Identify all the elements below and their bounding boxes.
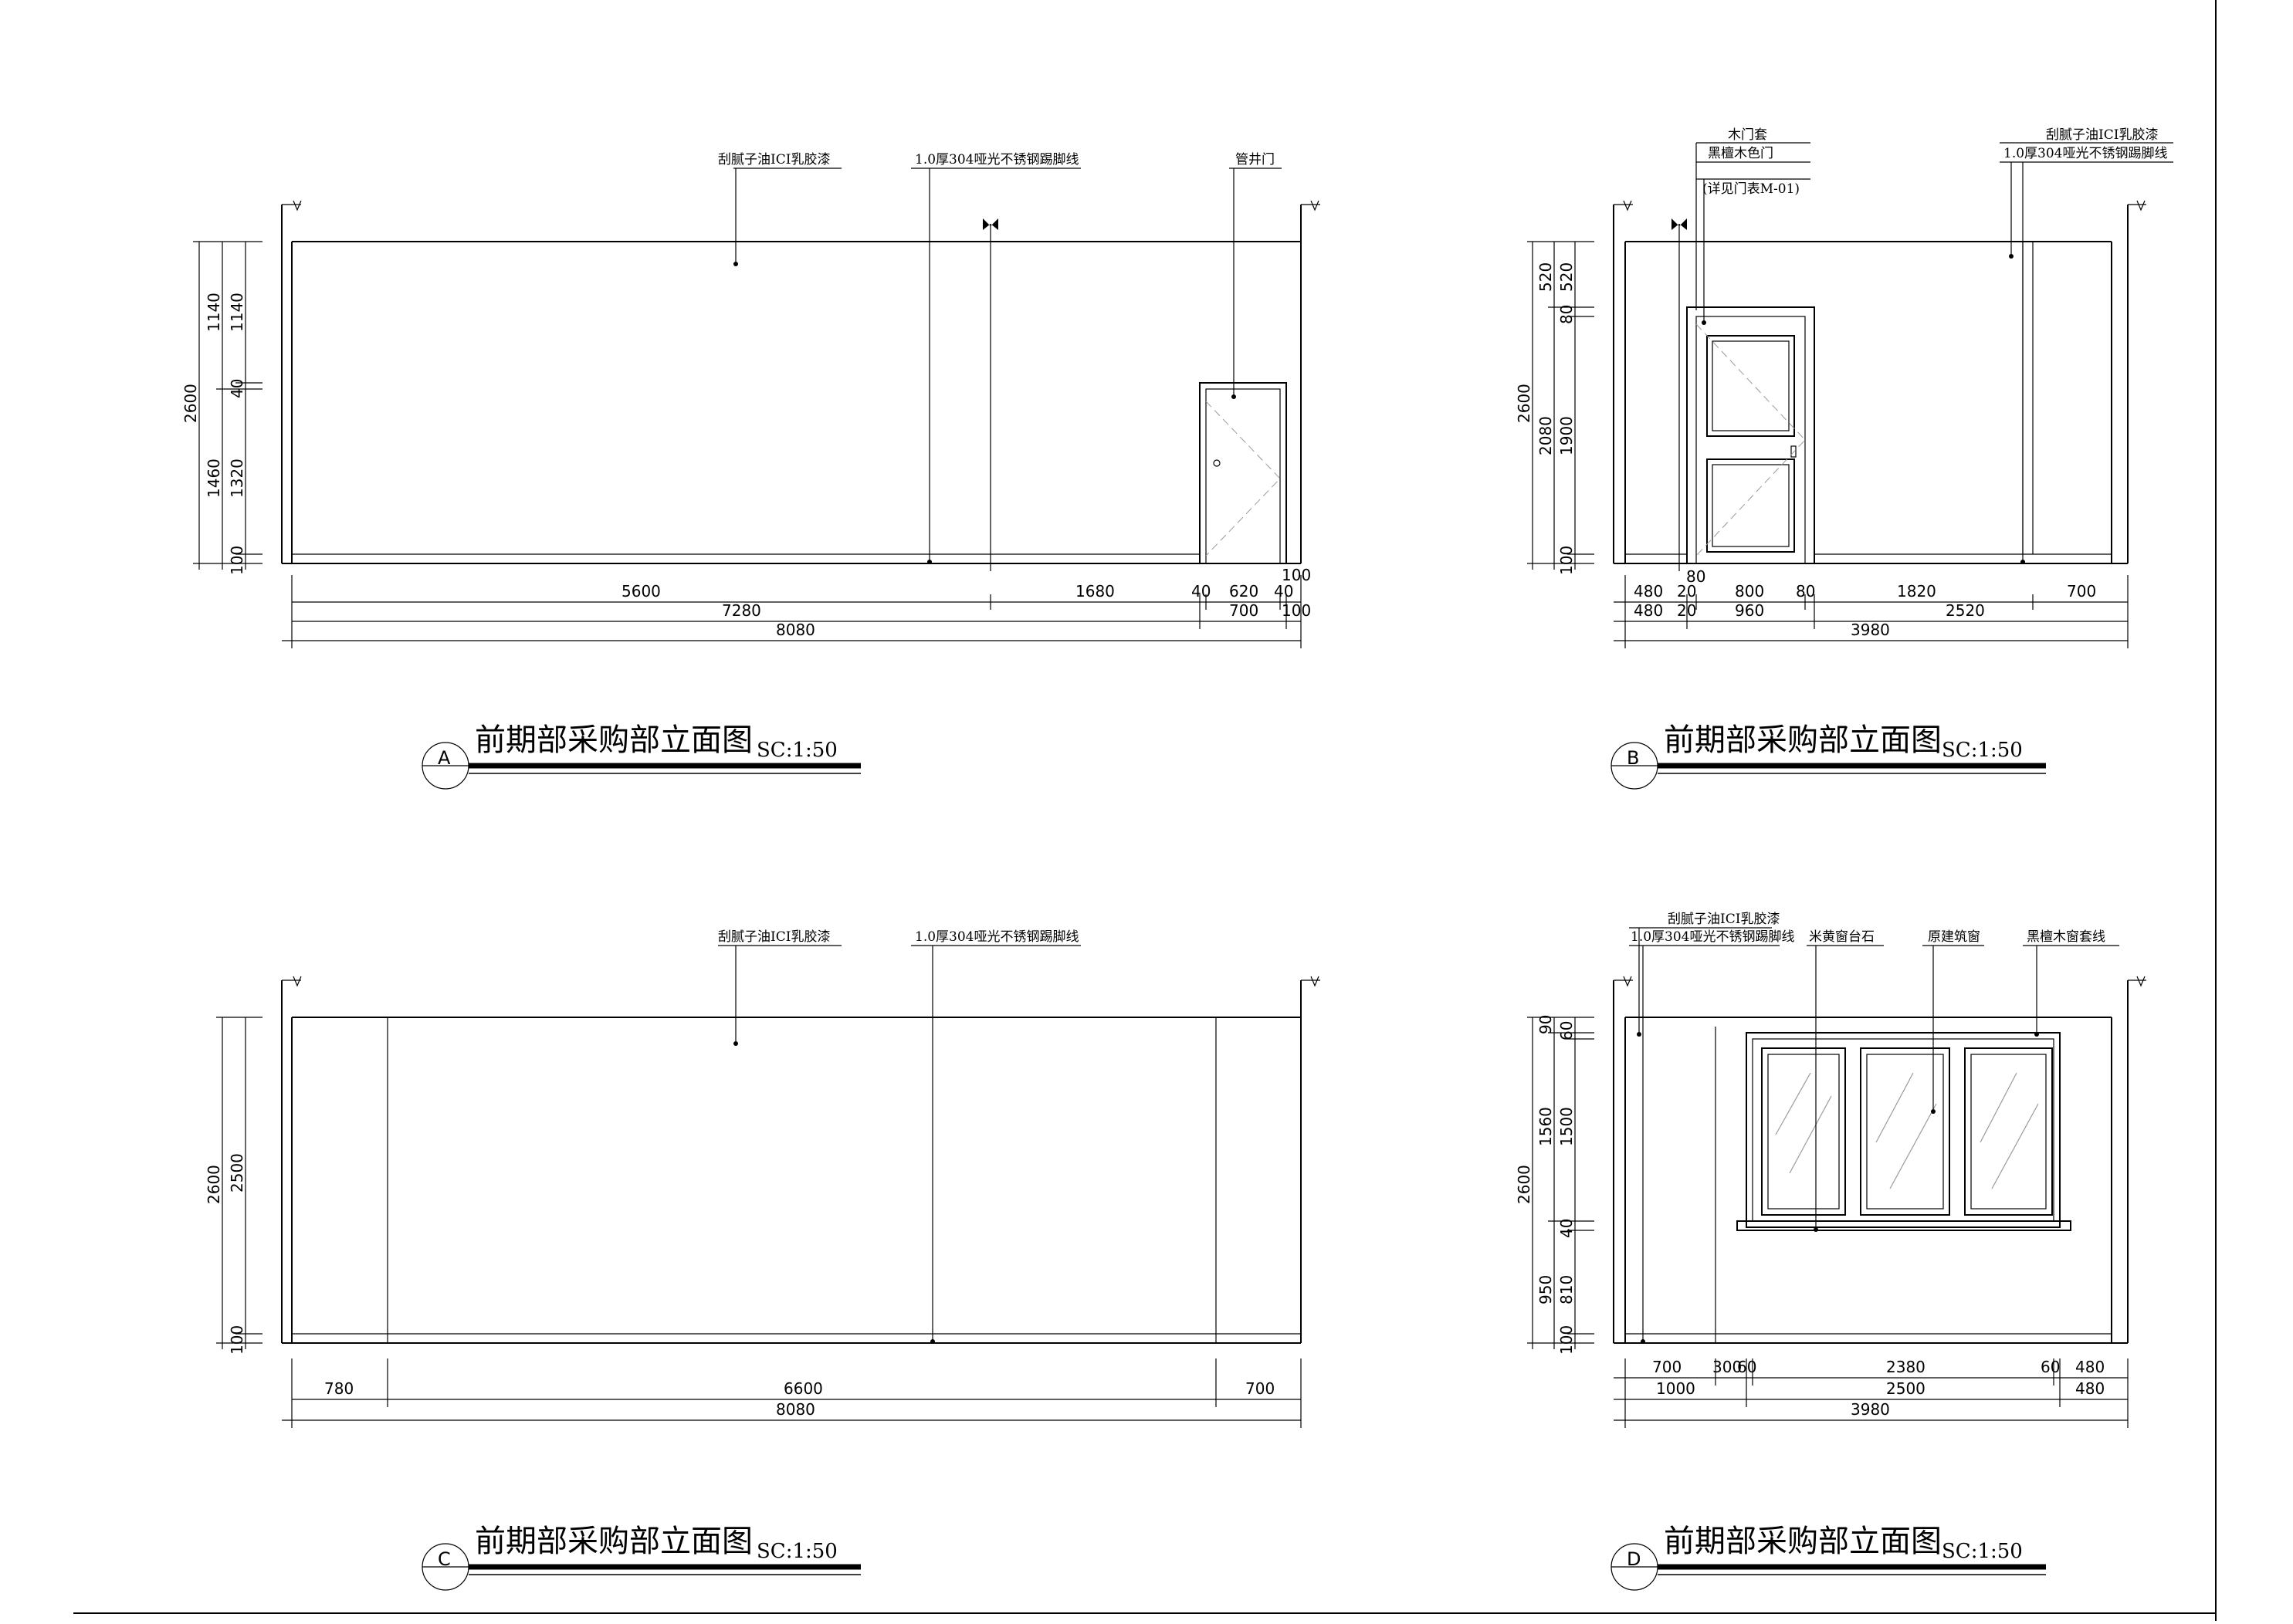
dimension-label: 480 bbox=[2075, 1358, 2105, 1376]
dimension-label: 1500 bbox=[1557, 1107, 1576, 1146]
dimension-label: 20 bbox=[1677, 582, 1696, 601]
dimension-label: 1140 bbox=[228, 293, 246, 332]
dimension-label: 780 bbox=[324, 1379, 354, 1398]
dimension-label: 2380 bbox=[1886, 1358, 1926, 1376]
dimension-label: 100 bbox=[228, 546, 246, 575]
dimension-label: 100 bbox=[228, 1325, 246, 1355]
view-tag-a: A bbox=[438, 747, 451, 769]
dimension-label: 40 bbox=[228, 379, 246, 398]
dimension-label: 480 bbox=[1634, 601, 1663, 620]
dimension-label: 40 bbox=[1557, 1219, 1576, 1238]
note-original-window: 原建筑窗 bbox=[1928, 929, 1980, 945]
dimension-label: 1560 bbox=[1536, 1107, 1555, 1146]
dimension-label: 950 bbox=[1536, 1275, 1555, 1304]
dimension-label: 800 bbox=[1735, 582, 1764, 601]
note-window-casing: 黑檀木窗套线 bbox=[2027, 929, 2105, 945]
dimension-label: 7280 bbox=[722, 601, 761, 620]
note-door-color: 黑檀木色门 bbox=[1708, 146, 1773, 161]
note-latex-paint: 刮腻子油ICI乳胶漆 bbox=[1668, 912, 1780, 927]
view-tag-d: D bbox=[1627, 1548, 1641, 1570]
dimension-label: 700 bbox=[1652, 1358, 1682, 1376]
dimension-label: 2500 bbox=[1886, 1379, 1926, 1398]
dimension-label: 2080 bbox=[1536, 416, 1555, 455]
view-scale-c: SC:1:50 bbox=[757, 1540, 838, 1563]
dimension-label: 700 bbox=[2067, 582, 2096, 601]
dimension-label: 480 bbox=[1634, 582, 1663, 601]
dimension-label: 810 bbox=[1557, 1275, 1576, 1304]
elevation-b: 木门套 黑檀木色门 (详见门表M-01) 刮腻子油ICI乳胶漆 1.0厚304哑… bbox=[1515, 127, 2173, 790]
note-skirting: 1.0厚304哑光不锈钢踢脚线 bbox=[915, 152, 1079, 167]
note-latex-paint: 刮腻子油ICI乳胶漆 bbox=[718, 929, 830, 945]
dimension-label: 100 bbox=[1557, 546, 1576, 575]
view-tag-b: B bbox=[1627, 747, 1639, 769]
dimension-label: 700 bbox=[1245, 1379, 1275, 1398]
dimension-label: 620 bbox=[1229, 582, 1258, 601]
dimension-label: 8080 bbox=[776, 621, 815, 639]
elevation-c: 刮腻子油ICI乳胶漆 1.0厚304哑光不锈钢踢脚线 2600 2500 100… bbox=[205, 929, 1320, 1591]
dimension-label: 300 bbox=[1712, 1358, 1742, 1376]
dimension-label: 960 bbox=[1735, 601, 1764, 620]
view-scale-d: SC:1:50 bbox=[1942, 1540, 2023, 1563]
dimension-label: 8080 bbox=[776, 1400, 815, 1419]
dimension-label: 1900 bbox=[1557, 416, 1576, 455]
note-skirting: 1.0厚304哑光不锈钢踢脚线 bbox=[1631, 929, 1794, 945]
note-door-ref: (详见门表M-01) bbox=[1702, 181, 1800, 197]
view-title-a: 前期部采购部立面图 bbox=[475, 722, 753, 758]
dimension-label: 3980 bbox=[1851, 621, 1890, 639]
dimension-label: 2500 bbox=[228, 1153, 246, 1193]
dimension-label: 40 bbox=[1191, 582, 1211, 601]
dimension-label: 520 bbox=[1557, 262, 1576, 292]
dimension-label: 60 bbox=[2041, 1358, 2060, 1376]
dimension-label: 480 bbox=[2075, 1379, 2105, 1398]
dimension-label: 1140 bbox=[205, 293, 223, 332]
dimension-label: 90 bbox=[1536, 1015, 1555, 1034]
dimension-label: 700 bbox=[1229, 601, 1258, 620]
dimension-label: 2600 bbox=[1515, 1165, 1533, 1204]
note-sill-stone: 米黄窗台石 bbox=[1809, 929, 1875, 945]
dimension-label: 1460 bbox=[205, 458, 223, 498]
note-door-casing: 木门套 bbox=[1728, 127, 1767, 143]
dimension-label: 100 bbox=[1282, 601, 1311, 620]
dimension-label: 2600 bbox=[181, 384, 200, 423]
dimension-label: 1000 bbox=[1656, 1379, 1695, 1398]
view-scale-b: SC:1:50 bbox=[1942, 739, 2023, 762]
note-latex-paint: 刮腻子油ICI乳胶漆 bbox=[2046, 127, 2158, 143]
note-skirting: 1.0厚304哑光不锈钢踢脚线 bbox=[915, 929, 1079, 945]
dimension-label: 2600 bbox=[205, 1165, 223, 1204]
dimension-label: 1320 bbox=[228, 458, 246, 498]
note-latex-paint: 刮腻子油ICI乳胶漆 bbox=[718, 152, 830, 167]
dimension-label: 520 bbox=[1536, 262, 1555, 292]
dimension-label: 20 bbox=[1677, 601, 1696, 620]
dimension-label: 60 bbox=[1557, 1021, 1576, 1040]
dimension-label: 3980 bbox=[1851, 1400, 1890, 1419]
dimension-label: 100 bbox=[1557, 1325, 1576, 1355]
note-shaft-door: 管井门 bbox=[1235, 152, 1275, 167]
view-title-d: 前期部采购部立面图 bbox=[1664, 1524, 1942, 1559]
dimension-label: 2600 bbox=[1515, 384, 1533, 423]
view-tag-c: C bbox=[438, 1548, 451, 1570]
elevation-a: 刮腻子油ICI乳胶漆 1.0厚304哑光不锈钢踢脚线 管井门 2600 1140… bbox=[181, 152, 1320, 790]
dimension-label: 5600 bbox=[622, 582, 661, 601]
dimension-label: 1680 bbox=[1075, 582, 1115, 601]
dimension-label: 80 bbox=[1557, 305, 1576, 324]
dimension-label: 80 bbox=[1796, 582, 1815, 601]
dimension-label: 80 bbox=[1686, 567, 1705, 586]
dimension-label: 1820 bbox=[1897, 582, 1936, 601]
dimension-label: 6600 bbox=[784, 1379, 823, 1398]
note-skirting: 1.0厚304哑光不锈钢踢脚线 bbox=[2003, 146, 2167, 161]
dimension-label: 100 bbox=[1282, 566, 1311, 584]
dimension-label: 60 bbox=[1737, 1358, 1756, 1376]
view-scale-a: SC:1:50 bbox=[757, 739, 838, 762]
dimension-label: 40 bbox=[1274, 582, 1293, 601]
view-title-b: 前期部采购部立面图 bbox=[1664, 722, 1942, 758]
view-title-c: 前期部采购部立面图 bbox=[475, 1524, 753, 1559]
elevation-d: 刮腻子油ICI乳胶漆 1.0厚304哑光不锈钢踢脚线 米黄窗台石 原建筑窗 黑檀… bbox=[1515, 912, 2146, 1591]
dimension-label: 2520 bbox=[1946, 601, 1985, 620]
